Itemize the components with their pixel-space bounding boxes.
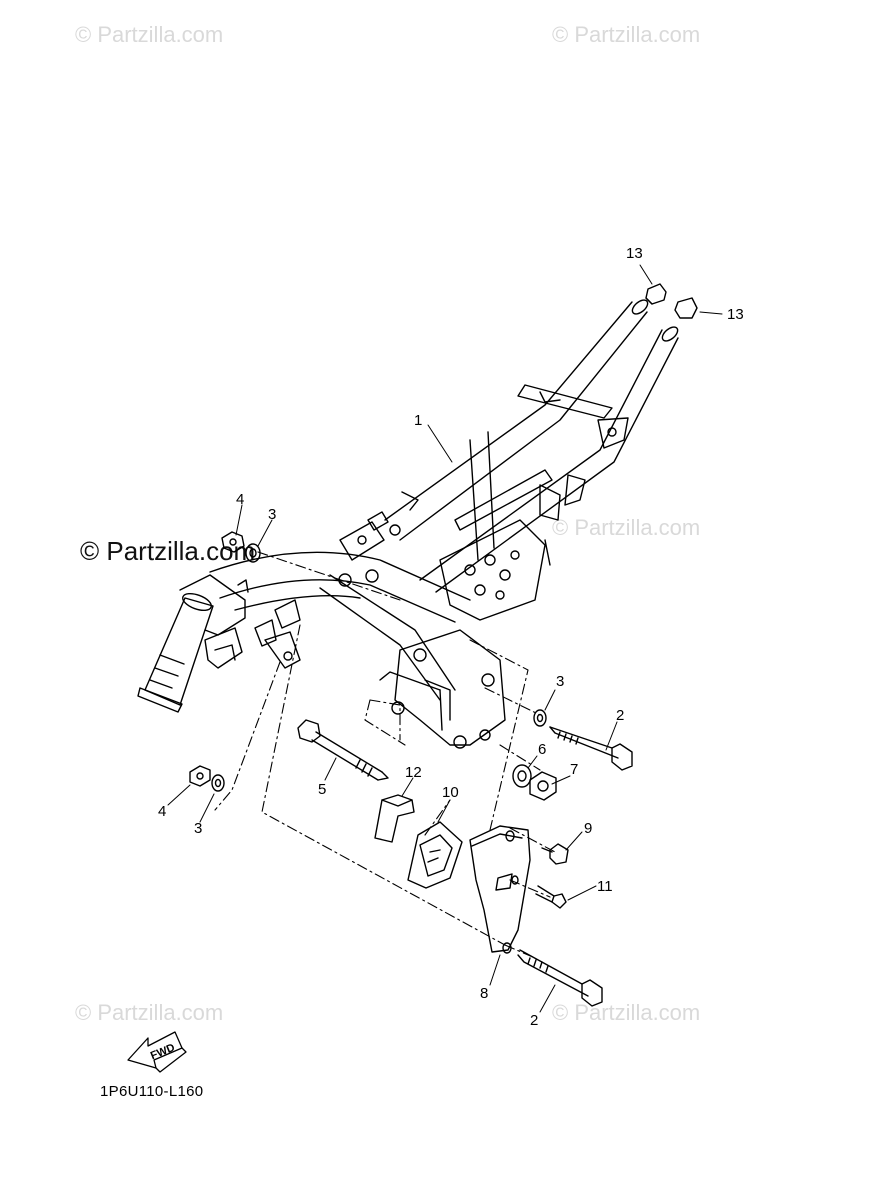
callout-8: 8 — [480, 985, 488, 1002]
watermark: © Partzilla.com — [75, 1000, 224, 1025]
watermark: © Partzilla.com — [552, 515, 701, 540]
callout-1: 1 — [414, 412, 422, 429]
callout-3: 3 — [556, 673, 564, 690]
nut — [221, 531, 245, 553]
assembly-lines — [214, 551, 556, 959]
callout-10: 10 — [442, 784, 459, 801]
callout-11: 11 — [597, 878, 613, 895]
watermark: © Partzilla.com — [552, 1000, 701, 1025]
screw — [535, 885, 567, 909]
callout-12: 12 — [405, 764, 422, 781]
plug-cap — [645, 283, 667, 305]
washer — [245, 543, 261, 563]
washer — [211, 774, 225, 792]
callout-5: 5 — [318, 781, 326, 798]
callout-13: 13 — [626, 245, 643, 262]
callout-3: 3 — [268, 506, 276, 523]
frame — [137, 299, 679, 749]
bolt — [517, 949, 603, 1007]
callout-2: 2 — [616, 707, 624, 724]
plug-cap — [674, 297, 698, 319]
callout-6: 6 — [538, 741, 546, 758]
callout-2: 2 — [530, 1012, 538, 1029]
callout-3: 3 — [194, 820, 202, 837]
nut — [189, 765, 211, 787]
diagram-code: 1P6U110-L160 — [100, 1083, 204, 1100]
watermark: © Partzilla.com — [552, 22, 701, 47]
long-bolt — [297, 719, 389, 781]
callout-7: 7 — [570, 761, 578, 778]
callout-13: 13 — [727, 306, 744, 323]
leader-lines — [167, 264, 723, 1013]
callout-labels: 13 13 1 4 3 3 2 6 7 12 10 5 4 3 9 11 8 2 — [158, 245, 744, 1029]
callout-4: 4 — [236, 491, 244, 508]
rubber-damper — [374, 794, 415, 843]
washer — [533, 709, 547, 727]
washer — [512, 764, 532, 788]
fwd-arrow-icon: FWD — [127, 1031, 187, 1073]
engine-bracket — [469, 825, 531, 954]
callout-4: 4 — [158, 803, 166, 820]
bolt — [549, 726, 633, 771]
callout-9: 9 — [584, 820, 592, 837]
flange-bolt — [541, 843, 569, 865]
watermark-main: © Partzilla.com — [80, 536, 256, 566]
cover — [407, 821, 463, 889]
watermark: © Partzilla.com — [75, 22, 224, 47]
nut — [529, 771, 557, 801]
